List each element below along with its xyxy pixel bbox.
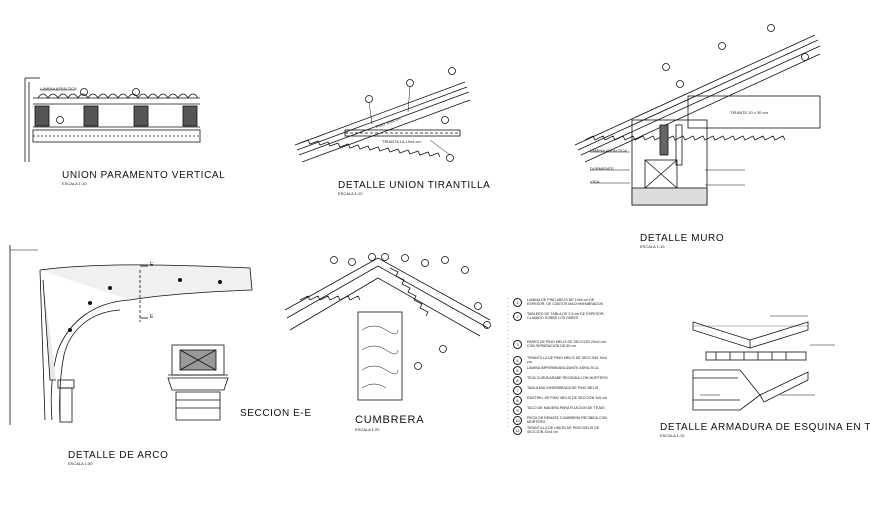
legend-number: 9 [513,406,522,415]
annot-lamina-asfaltica: LAMINA ASFALTICA [40,86,77,91]
title-seccion: SECCION E-E [240,408,312,419]
legend-number: 11 [513,426,522,435]
legend-text: TABLERO DE TABLA DE 2.5 cm DE ESPESOR, C… [527,312,605,321]
legend-text: RASTREL DE PINO MELIS DE SECCION 3x5 cm [527,396,607,400]
legend-item: 11 TIRANTILLA DE UNION DE PINO MELIS DE … [513,426,609,435]
detalle-muro-drawing [574,24,821,206]
legend-item: 7 TABLA MACHIHEMBRADA DE PINO MELIS [513,386,609,395]
annot-lamina-muro: LAMINA ASFALTICA [590,148,627,153]
scale-muro: ESCALA 1:10 [640,244,665,249]
legend-text: TACO DE MADERA PARA FIJACION DE TEJAS [527,406,605,410]
detalle-de-arco-drawing [9,245,253,425]
annot-e-top: E [150,262,154,268]
scale-arco: ESCALA 1:50 [68,461,93,466]
legend-item: 4 TIRANTILLA DE PINO MELIS DE SECCION 10… [513,356,609,365]
union-tirantilla-drawing [294,67,471,163]
legend-text: PARES DE PINO MELIS DE SECCION 20x10 cm … [527,340,607,349]
legend-text: LAMINA DE PINO MELIS DE 10x5 cm DE ESPES… [527,298,604,307]
annot-tirante: TIRANTE 20 x 30 cm [730,110,768,115]
legend-text: TIRANTILLA DE PINO MELIS DE SECCION 10x4… [527,356,607,365]
legend-number: 8 [513,396,522,405]
legend-item: 2 TABLERO DE TABLA DE 2.5 cm DE ESPESOR,… [513,312,609,321]
annot-e-bottom: E [150,314,154,320]
annot-tirantilla: TIRANTILLA 10x4 cm. [382,139,422,144]
seccion-e-e-drawing [167,344,229,421]
legend-number: 3 [513,340,522,349]
scale-union-paramento: ESCALA 1:10 [62,181,87,186]
legend-item: 6 TEJA CURVA ARABE RECIBIDA CON MORTERO [513,376,609,385]
legend-item: 1 LAMINA DE PINO MELIS DE 10x5 cm DE ESP… [513,298,609,307]
legend-number: 6 [513,376,522,385]
detalle-armadura-drawing [692,315,835,411]
title-arco: DETALLE DE ARCO [68,450,169,461]
legend-item: 3 PARES DE PINO MELIS DE SECCION 20x10 c… [513,340,609,349]
legend-number: 1 [513,298,522,307]
legend-number: 7 [513,386,522,395]
cumbrera-drawing [284,253,491,401]
legend-item: 8 RASTREL DE PINO MELIS DE SECCION 3x5 c… [513,396,609,405]
union-paramento-vertical-drawing [24,77,201,162]
scale-cumbrera: ESCALA 1:20 [355,427,380,432]
scale-armadura: ESCALA 1:10 [660,433,685,438]
legend-item: 9 TACO DE MADERA PARA FIJACION DE TEJAS [513,406,609,415]
title-muro: DETALLE MURO [640,233,725,244]
annot-viga: VIGA [590,179,600,184]
legend-text: LAMINA IMPERMEABILIZANTE ASFALTICA [527,366,599,370]
title-union-paramento: UNION PARAMENTO VERTICAL [62,170,226,181]
legend-text: TIRANTILLA DE UNION DE PINO MELIS DE SEC… [527,426,600,435]
legend-number: 2 [513,312,522,321]
legend-text: PIEZA DE REMATE CUMBRERA RECIBIDA CON MO… [527,416,608,425]
scale-union-tirantilla: ESCALA 1:10 [338,191,363,196]
title-armadura: DETALLE ARMADURA DE ESQUINA EN TORRE [660,422,870,433]
title-union-tirantilla: DETALLE UNION TIRANTILLA [338,180,491,191]
legend-item: 10 PIEZA DE REMATE CUMBRERA RECIBIDA CON… [513,416,609,425]
legend-item: 5 LAMINA IMPERMEABILIZANTE ASFALTICA [513,366,609,375]
legend-text: TEJA CURVA ARABE RECIBIDA CON MORTERO [527,376,608,380]
legend-number: 4 [513,356,522,365]
legend-number: 10 [513,416,522,425]
title-cumbrera: CUMBRERA [355,414,425,426]
legend-number: 5 [513,366,522,375]
annot-durmiente: DURMIENTE [590,166,614,171]
legend-text: TABLA MACHIHEMBRADA DE PINO MELIS [527,386,599,390]
